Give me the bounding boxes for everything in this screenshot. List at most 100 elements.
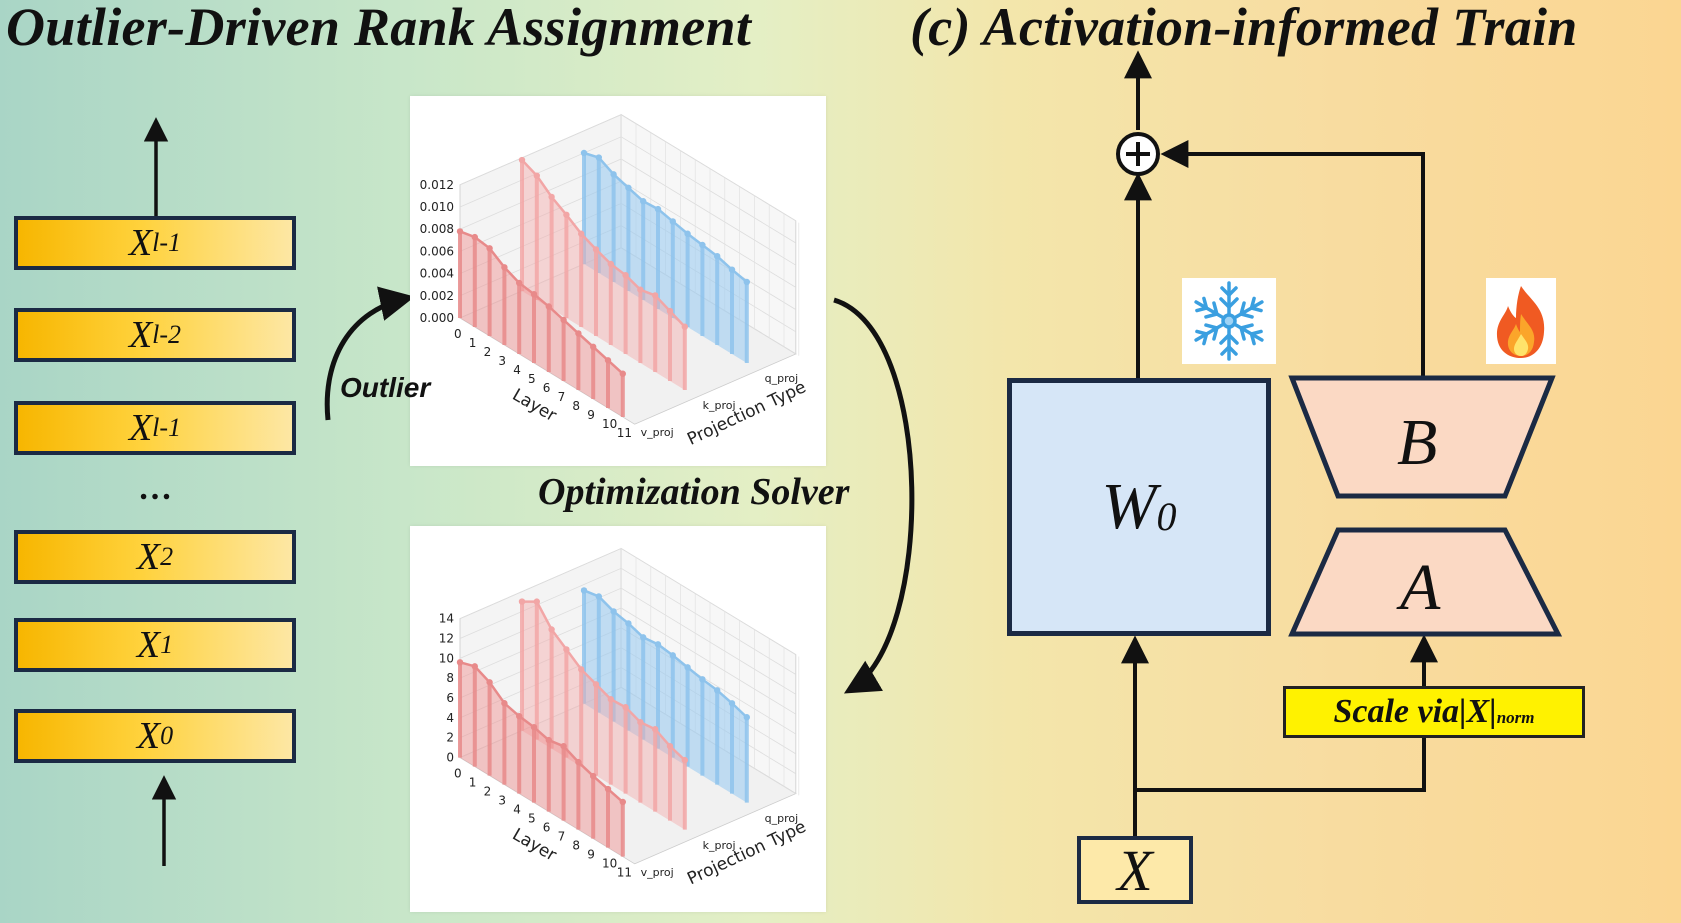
data-point-q_proj: [699, 676, 706, 683]
data-point-k_proj: [563, 646, 570, 653]
w0-sub: 0: [1156, 493, 1177, 539]
lora-b-matrix: [1288, 375, 1556, 499]
data-point-v_proj: [619, 370, 626, 377]
layer-base: X: [136, 536, 161, 578]
right-title: (c) Activation-informed Train: [910, 0, 1578, 57]
z-tick-label: 10: [439, 651, 454, 665]
z-tick-label: 0.002: [420, 289, 454, 303]
data-point-q_proj: [743, 714, 750, 721]
data-point-k_proj: [548, 193, 555, 201]
scale-norm: |X|: [1459, 693, 1497, 730]
data-point-q_proj: [743, 278, 750, 286]
layer-tick-label: 5: [528, 812, 536, 826]
z-tick-label: 0.004: [420, 267, 454, 281]
layer-subscript: 0: [160, 721, 174, 750]
data-point-q_proj: [595, 593, 602, 600]
layer-tick-label: 1: [469, 776, 477, 790]
data-point-k_proj: [592, 681, 600, 688]
layer-subscript: l-2: [152, 320, 182, 349]
z-tick-label: 0.008: [420, 222, 454, 236]
layer-tick-label: 0: [454, 327, 462, 341]
data-point-k_proj: [666, 742, 674, 750]
layer-tick-label: 4: [513, 363, 521, 377]
layer-tick-label: 10: [602, 857, 617, 871]
input-x-box: X: [1077, 836, 1193, 904]
outlier-label: Outlier: [340, 372, 431, 403]
data-point-q_proj: [580, 587, 588, 594]
layer-tick-label: 8: [572, 399, 580, 413]
data-point-v_proj: [545, 303, 552, 310]
layer-subscript: l-1: [152, 228, 182, 257]
layer-tick-label: 9: [587, 408, 595, 422]
data-point-v_proj: [560, 742, 567, 750]
data-point-q_proj: [640, 634, 647, 641]
layer-tick-label: 9: [587, 848, 595, 862]
series-line-q_proj: [583, 151, 748, 283]
solver-arrow: [833, 297, 915, 694]
data-point-q_proj: [714, 253, 721, 260]
layer-base: X: [136, 715, 161, 757]
add-icon: [1116, 132, 1160, 176]
layer-tick-label: 2: [484, 345, 492, 359]
data-point-v_proj: [530, 723, 538, 731]
layer-tick-label: 11: [617, 426, 632, 440]
series-line-q_proj: [583, 589, 748, 719]
data-point-v_proj: [471, 233, 478, 241]
data-point-v_proj: [619, 798, 626, 806]
layer-subscript: 1: [160, 630, 174, 659]
z-tick-label: 2: [446, 731, 454, 745]
data-point-k_proj: [652, 292, 659, 299]
data-point-v_proj: [604, 785, 612, 793]
scale-prefix: Scale via: [1333, 693, 1460, 730]
data-point-k_proj: [578, 666, 585, 673]
outlier-arrow: [324, 286, 415, 421]
solver-label: Optimization Solver: [538, 471, 850, 513]
left-title: Outlier-Driven Rank Assignment: [6, 0, 752, 57]
data-point-v_proj: [501, 264, 508, 271]
data-point-k_proj: [622, 271, 629, 279]
data-point-q_proj: [699, 241, 706, 249]
data-point-k_proj: [607, 696, 614, 703]
data-point-v_proj: [516, 279, 523, 287]
data-point-k_proj: [622, 704, 629, 711]
data-point-k_proj: [533, 598, 540, 605]
snowflake-icon: [1182, 278, 1276, 364]
layer-base: X: [128, 407, 153, 449]
data-point-v_proj: [456, 228, 464, 235]
data-point-v_proj: [545, 736, 552, 744]
z-tick-label: 0.000: [420, 311, 454, 325]
series-line-v_proj: [459, 661, 624, 803]
z-tick-label: 0.012: [420, 178, 454, 192]
z-tick-label: 8: [446, 671, 454, 685]
projection-tick-label: v_proj: [641, 866, 674, 879]
series-line-k_proj: [521, 159, 686, 328]
data-point-k_proj: [518, 156, 526, 164]
z-tick-label: 12: [439, 631, 454, 645]
layer-base: X: [128, 314, 153, 356]
data-point-v_proj: [486, 245, 493, 252]
layer-tick-label: 6: [543, 381, 551, 395]
ellipsis: …: [138, 470, 175, 507]
data-point-k_proj: [533, 172, 540, 179]
data-point-k_proj: [548, 626, 555, 633]
layer-tick-label: 2: [484, 785, 492, 799]
layer-tick-label: 0: [454, 767, 462, 781]
series-area-v_proj: [460, 662, 623, 857]
data-point-k_proj: [563, 211, 570, 218]
data-point-k_proj: [681, 756, 688, 764]
z-tick-label: 0.010: [420, 200, 454, 214]
lora-a-matrix: [1288, 527, 1563, 637]
layer-tick-label: 3: [498, 354, 506, 368]
data-point-q_proj: [654, 205, 662, 213]
layer-subscript: l-1: [152, 413, 182, 442]
data-point-q_proj: [714, 687, 721, 694]
chart-gridline: [459, 114, 797, 222]
projection-tick-label: k_proj: [703, 399, 736, 412]
